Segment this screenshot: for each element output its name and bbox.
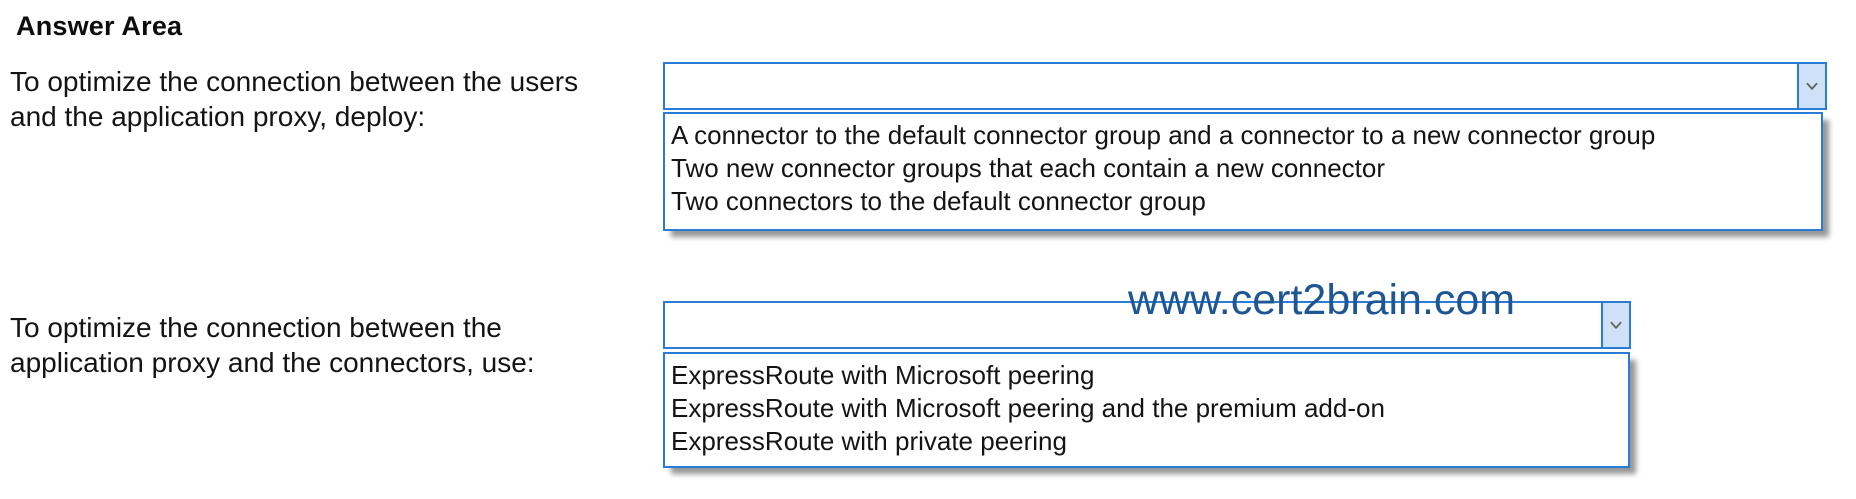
proxy-connectors-dropdown[interactable] — [663, 301, 1631, 349]
question-2-prompt-line-2: application proxy and the connectors, us… — [10, 347, 535, 378]
dropdown-option[interactable]: ExpressRoute with private peering — [671, 426, 1067, 456]
question-2-prompt-line-1: To optimize the connection between the — [10, 312, 502, 343]
users-proxy-dropdown-options: A connector to the default connector gro… — [663, 112, 1823, 231]
proxy-connectors-dropdown-options: ExpressRoute with Microsoft peering Expr… — [663, 352, 1630, 468]
dropdown-option[interactable]: Two connectors to the default connector … — [671, 186, 1206, 216]
proxy-connectors-dropdown-button[interactable] — [1601, 303, 1629, 347]
users-proxy-dropdown-button[interactable] — [1797, 64, 1825, 108]
dropdown-option[interactable]: ExpressRoute with Microsoft peering and … — [671, 393, 1385, 423]
question-1-prompt-line-2: and the application proxy, deploy: — [10, 101, 426, 132]
proxy-connectors-dropdown-value — [673, 303, 1595, 347]
users-proxy-dropdown[interactable] — [663, 62, 1827, 110]
dropdown-option[interactable]: A connector to the default connector gro… — [671, 120, 1656, 150]
dropdown-option[interactable]: ExpressRoute with Microsoft peering — [671, 360, 1095, 390]
chevron-down-icon — [1607, 316, 1625, 334]
dropdown-option[interactable]: Two new connector groups that each conta… — [671, 153, 1385, 183]
question-1-prompt: To optimize the connection between the u… — [10, 64, 630, 134]
users-proxy-dropdown-value — [673, 64, 1791, 108]
question-2-prompt: To optimize the connection between the a… — [10, 310, 630, 380]
chevron-down-icon — [1803, 77, 1821, 95]
question-1-prompt-line-1: To optimize the connection between the u… — [10, 66, 579, 97]
page-title: Answer Area — [16, 11, 183, 41]
